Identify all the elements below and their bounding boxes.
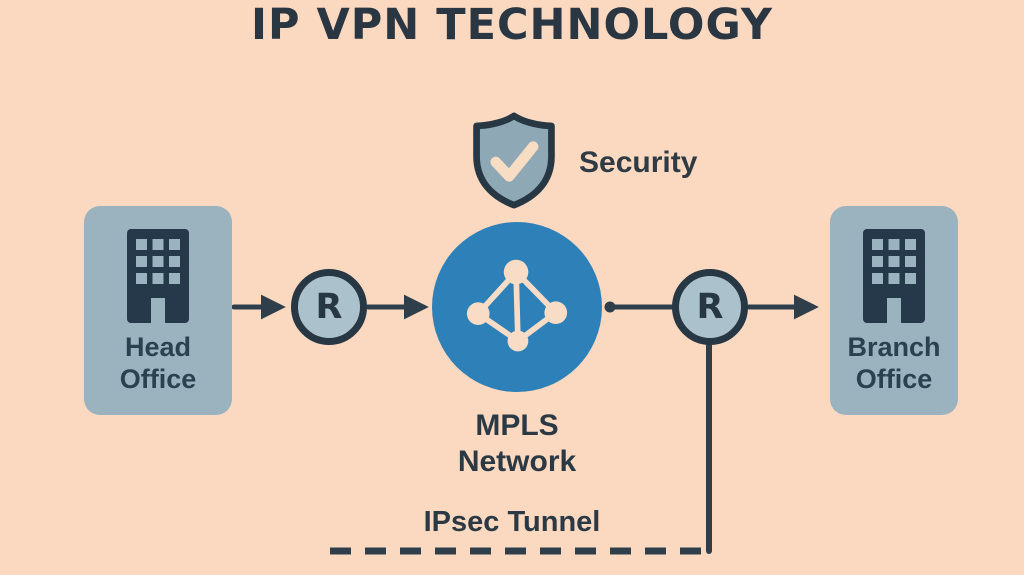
head-office-label: Head Office [119, 332, 197, 395]
security-label: Security [579, 146, 698, 179]
mpls-link-dot [604, 301, 616, 313]
router-label: R [696, 287, 724, 327]
branch-office-node: Branch Office [830, 206, 958, 415]
mpls-network-node [432, 222, 602, 392]
shield-check-icon [473, 112, 555, 209]
building-icon [127, 229, 189, 323]
mpls-network-label: MPLS Network [457, 409, 577, 478]
page-title: IP VPN TECHNOLOGY [251, 0, 773, 50]
building-icon [863, 229, 925, 323]
ipsec-tunnel-label: IPsec Tunnel [423, 506, 601, 538]
network-nodes-icon [466, 259, 568, 352]
checkmark-icon [490, 141, 539, 182]
security-badge [466, 110, 562, 212]
router-left-node: R [291, 269, 367, 345]
router-right-node: R [672, 269, 748, 345]
router-label: R [315, 287, 343, 327]
head-office-node: Head Office [84, 206, 232, 415]
branch-office-label: Branch Office [847, 332, 941, 395]
